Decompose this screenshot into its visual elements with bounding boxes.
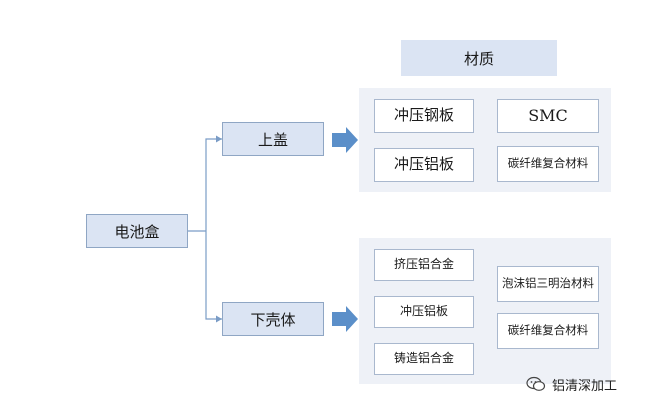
lower-material-carbon-fiber: 碳纤维复合材料 — [497, 313, 599, 349]
material-label: 铸造铝合金 — [393, 351, 454, 366]
lower-shell-node: 下壳体 — [222, 302, 324, 336]
battery-box-label: 电池盒 — [114, 222, 160, 241]
upper-cover-node: 上盖 — [222, 122, 324, 156]
lower-connector-arrowhead — [216, 315, 222, 323]
material-label: 挤压铝合金 — [393, 257, 454, 272]
material-label: 冲压铝板 — [393, 155, 454, 174]
lower-shell-label: 下壳体 — [250, 310, 296, 329]
material-label: 泡沫铝三明治材料 — [502, 276, 594, 291]
upper-cover-label: 上盖 — [257, 130, 288, 149]
lower-material-cast-aluminum-alloy: 铸造铝合金 — [374, 343, 474, 375]
upper-material-smc: SMC — [497, 99, 599, 133]
material-label: 冲压铝板 — [399, 304, 448, 319]
upper-material-stamped-steel: 冲压钢板 — [374, 99, 474, 133]
material-label: 碳纤维复合材料 — [507, 156, 589, 171]
watermark-text: 铝清深加工 — [552, 378, 618, 394]
root-connector — [188, 138, 222, 320]
upper-material-stamped-aluminum: 冲压铝板 — [374, 148, 474, 182]
watermark: 铝清深加工 — [526, 372, 617, 396]
lower-material-stamped-aluminum: 冲压铝板 — [374, 296, 474, 328]
material-label: 冲压钢板 — [393, 106, 454, 125]
battery-box-node: 电池盒 — [86, 214, 188, 248]
upper-material-carbon-fiber: 碳纤维复合材料 — [497, 146, 599, 182]
material-header: 材质 — [401, 40, 557, 76]
material-label: 碳纤维复合材料 — [507, 323, 589, 338]
upper-block-arrow — [332, 127, 358, 153]
lower-material-foam-aluminum-sandwich: 泡沫铝三明治材料 — [497, 266, 599, 302]
lower-material-extruded-aluminum-alloy: 挤压铝合金 — [374, 249, 474, 281]
upper-connector-arrowhead — [216, 135, 222, 143]
material-header-label: 材质 — [463, 49, 494, 68]
material-label: SMC — [528, 105, 568, 125]
wechat-icon — [526, 376, 546, 392]
lower-block-arrow — [332, 306, 358, 332]
